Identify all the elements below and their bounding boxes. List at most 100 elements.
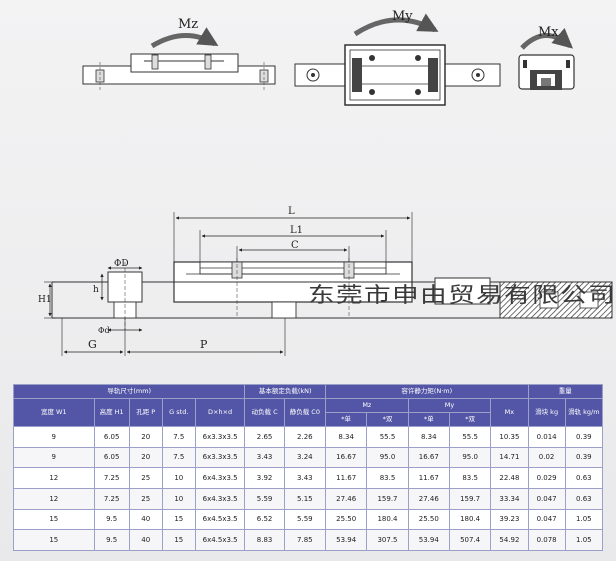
dim-g: G [88,338,97,351]
table-cell: 9.5 [93,529,130,551]
mx-view: Mx [518,25,575,90]
sub-mz-single: *单 [325,412,368,427]
mz-label: Mz [178,17,198,32]
mz-view: Mz [82,17,276,90]
table-cell: 159.7 [366,487,409,510]
technical-drawing: Mz My Mx [38,9,616,356]
table-cell: 12 [13,487,95,510]
table-cell: 12 [13,467,95,489]
col-w1: 宽度 W1 [13,398,95,427]
table-cell: 33.34 [490,487,529,510]
table-cell: 22.48 [490,467,529,489]
table-cell: 15 [13,529,95,551]
rail-dimension-drawing: L L1 C ΦD h Φd [38,206,613,356]
table-cell: 40 [128,508,163,531]
col-h1: 高度 H1 [93,398,130,427]
spec-table: 导轨尺寸(mm) 基本额定负载(kN) 容许静力矩(N·m) 重量 宽度 W1 … [12,384,604,551]
col-c: 动负载 C [244,398,285,427]
table-cell: 8.83 [244,529,285,551]
my-label: My [392,9,413,24]
mx-moment-arrow [520,27,574,50]
col-kg: 滑块 kg [527,398,566,427]
table-cell: 8.34 [407,426,450,448]
table-cell: 40 [128,529,163,551]
group-header-static-moment: 容许静力矩(N·m) [325,384,529,399]
table-cell: 11.67 [407,467,450,489]
group-header-weight: 重量 [527,384,603,399]
table-cell: 3.24 [283,446,327,469]
table-cell: 0.63 [564,487,604,510]
table-cell: 7.85 [283,529,327,551]
table-cell: 1.05 [564,508,604,531]
table-cell: 15 [161,508,196,531]
table-cell: 9 [13,426,95,448]
dim-phi-d-small: Φd [98,326,110,335]
table-cell: 83.5 [366,467,409,489]
group-header-rail-dimensions: 导轨尺寸(mm) [12,384,246,399]
table-cell: 180.4 [366,508,409,531]
table-cell: 10 [161,467,196,489]
dim-h1: H1 [38,295,52,305]
table-cell: 55.5 [366,426,409,448]
table-cell: 159.7 [448,487,492,510]
table-cell: 0.39 [564,426,604,448]
table-cell: 0.63 [564,467,604,489]
table-cell: 20 [128,426,163,448]
table-cell: 0.047 [527,508,566,531]
table-cell: 0.078 [527,529,566,551]
table-cell: 11.67 [325,467,368,489]
table-cell: 2.65 [244,426,285,448]
table-cell: 20 [128,446,163,469]
table-cell: 3.43 [283,467,327,489]
table-cell: 53.94 [407,529,450,551]
table-cell: 7.25 [93,487,130,510]
table-cell: 54.92 [490,529,529,551]
table-cell: 180.4 [448,508,492,531]
table-cell: 1.05 [564,529,604,551]
dim-h: h [93,285,99,295]
table-cell: 7.5 [161,426,196,448]
dim-l: L [288,206,295,217]
col-my: My [407,398,492,413]
table-cell: 25.50 [325,508,368,531]
table-cell: 25.50 [407,508,450,531]
table-cell: 8.34 [325,426,368,448]
table-cell: 0.39 [564,446,604,469]
table-cell: 6x4.5x3.5 [194,508,246,531]
col-dhd: D×h×d [194,398,246,427]
table-cell: 25 [128,467,163,489]
watermark: 东莞市申由贸易有限公司 [308,283,616,307]
col-mz: Mz [325,398,409,413]
table-cell: 27.46 [407,487,450,510]
sub-my-single: *单 [407,412,450,427]
table-cell: 2.26 [283,426,327,448]
table-cell: 5.15 [283,487,327,510]
table-cell: 6x4.3x3.5 [194,467,246,489]
table-cell: 95.0 [448,446,492,469]
table-cell: 6x3.3x3.5 [194,446,246,469]
table-cell: 0.014 [527,426,566,448]
table-cell: 5.59 [244,487,285,510]
table-cell: 3.92 [244,467,285,489]
table-cell: 55.5 [448,426,492,448]
sub-my-double: *双 [448,412,492,427]
table-cell: 0.047 [527,487,566,510]
table-cell: 16.67 [407,446,450,469]
table-cell: 6x4.3x3.5 [194,487,246,510]
group-header-load-rating: 基本额定负载(kN) [244,384,327,399]
table-cell: 5.59 [283,508,327,531]
table-cell: 7.5 [161,446,196,469]
table-cell: 9.5 [93,508,130,531]
table-cell: 53.94 [325,529,368,551]
col-mx: Mx [490,398,529,427]
table-cell: 83.5 [448,467,492,489]
table-cell: 10 [161,487,196,510]
my-moment-arrow [353,13,439,37]
table-cell: 6.05 [93,426,130,448]
table-cell: 14.71 [490,446,529,469]
